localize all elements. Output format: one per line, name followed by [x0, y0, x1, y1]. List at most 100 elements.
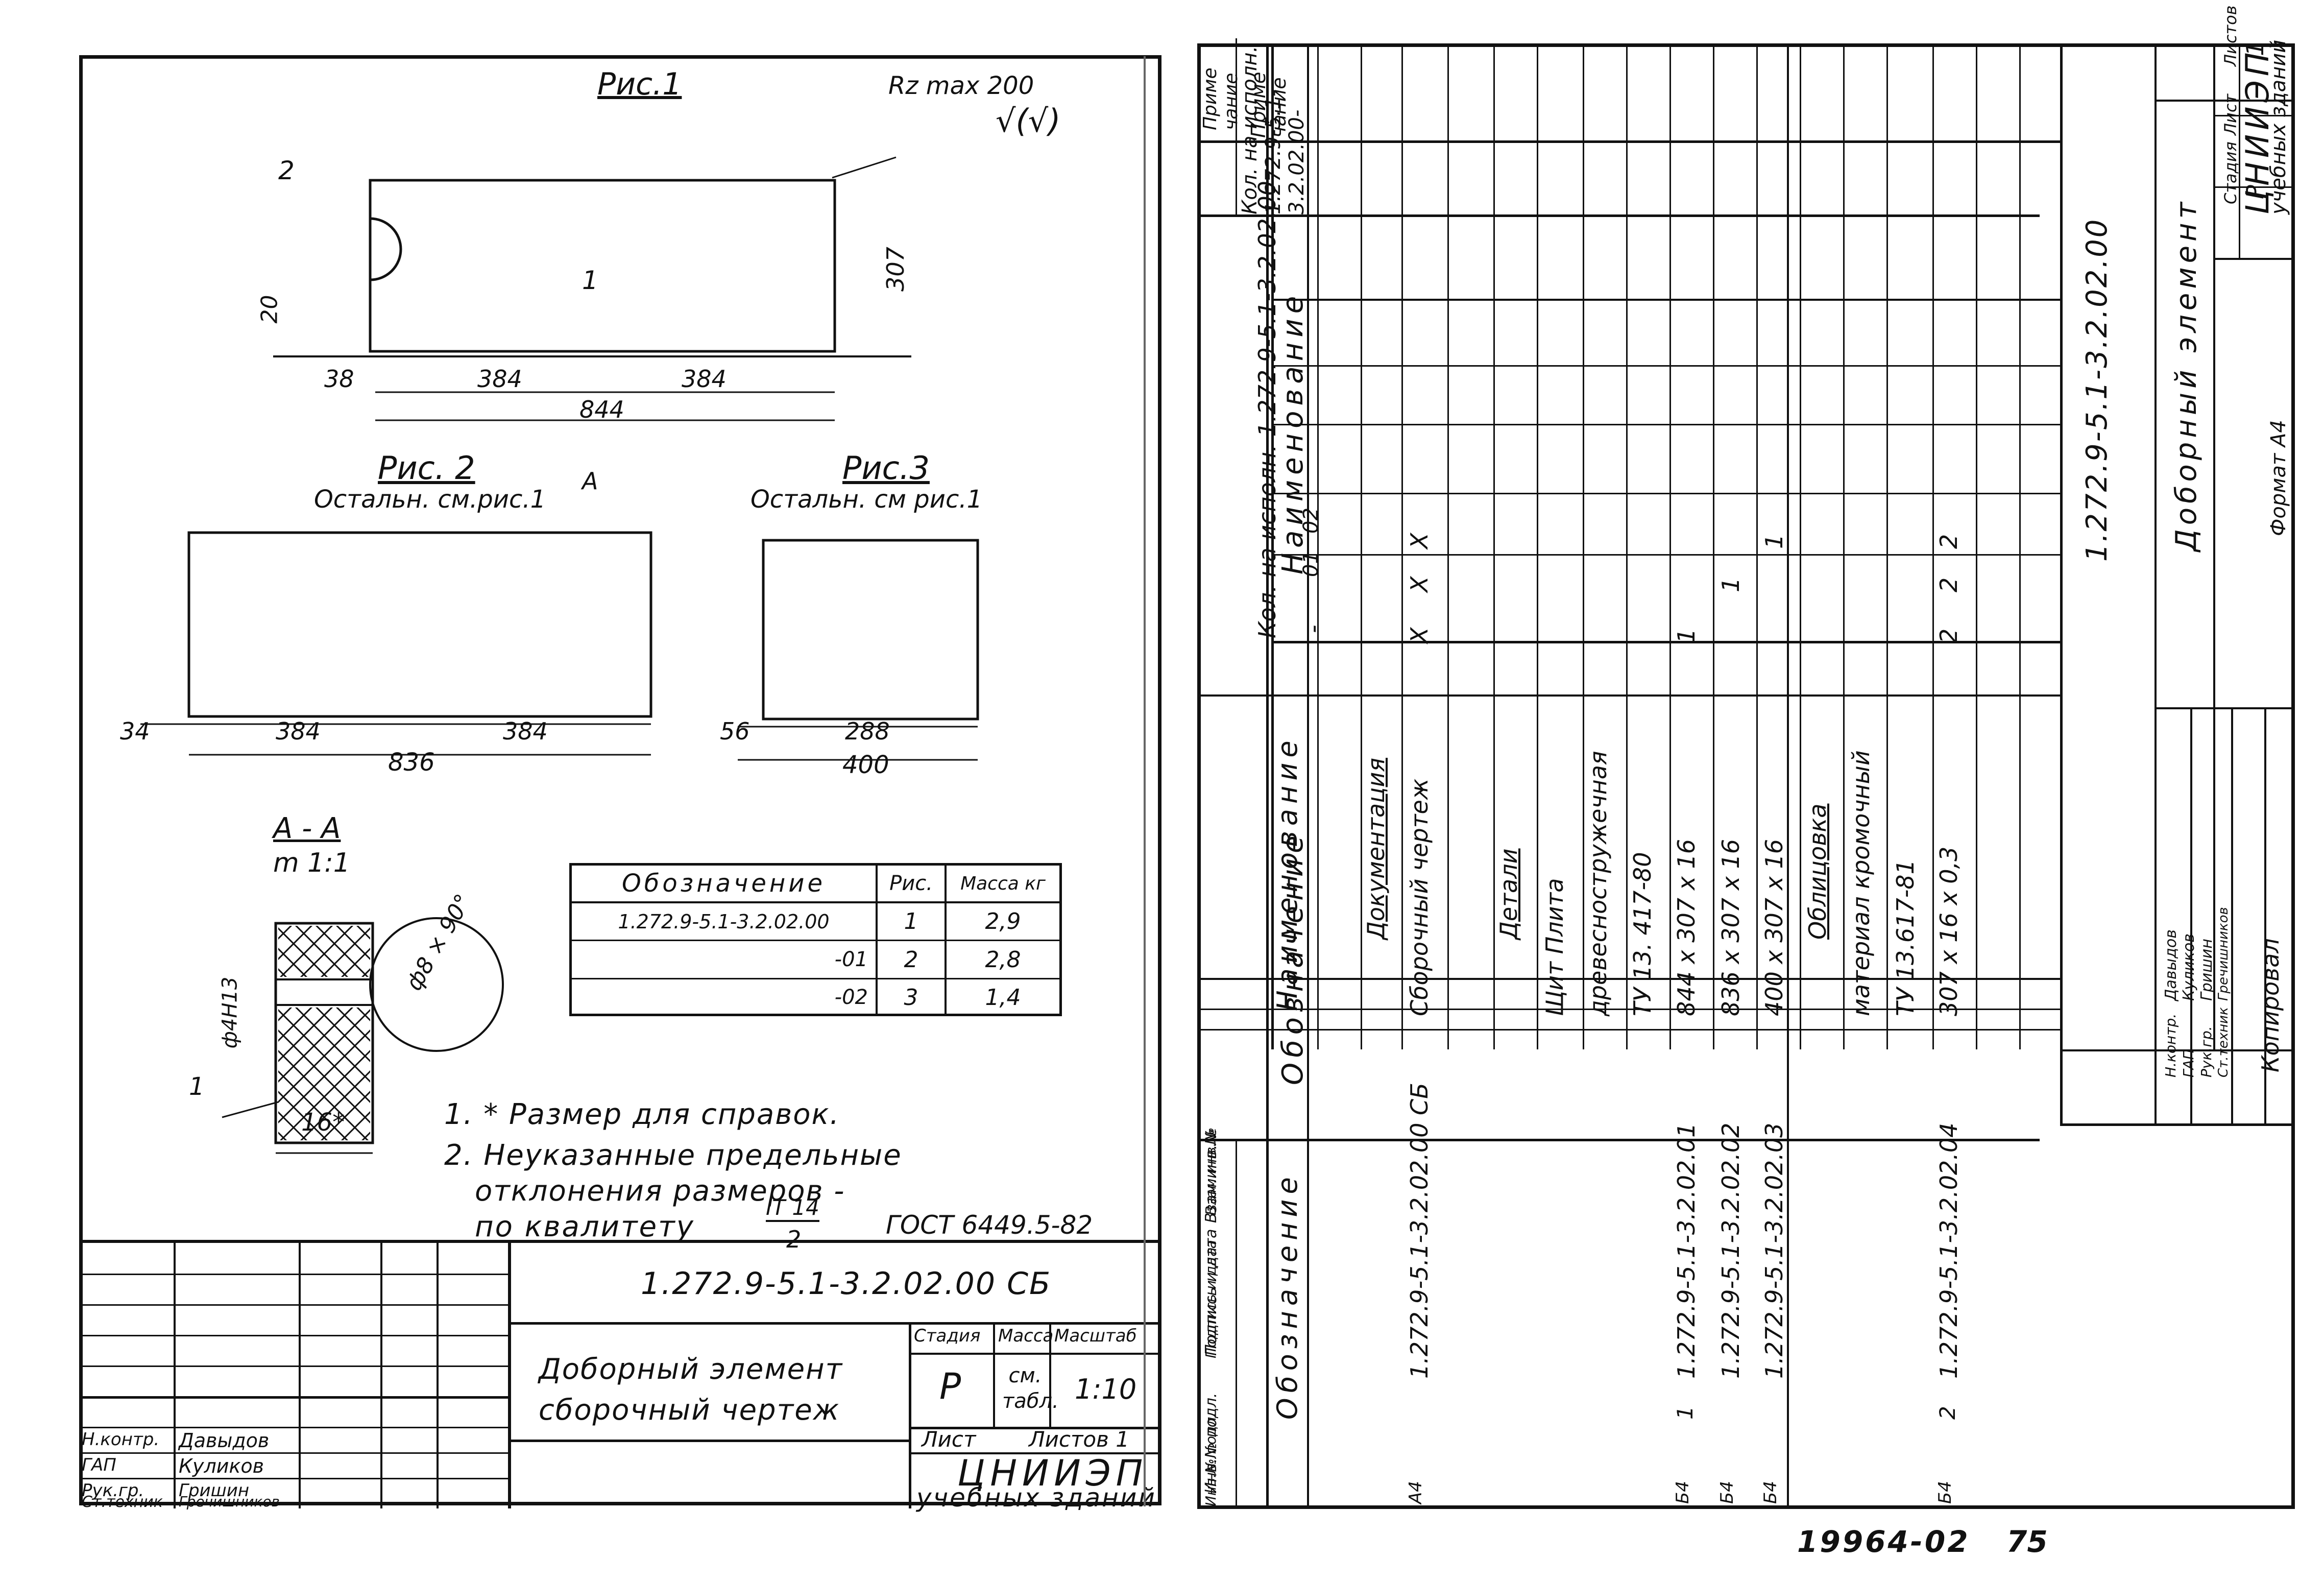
- note-2-line3: по квалитету: [475, 1210, 695, 1243]
- note-fraction-top: IT 14: [766, 1195, 819, 1222]
- right-stage-label: Стадия: [2221, 141, 2240, 204]
- dim-288: 288: [845, 717, 890, 745]
- right-org2: учебных зданий: [2267, 39, 2290, 214]
- spec-header-vzam: Взам.инв.№: [1202, 1127, 1219, 1215]
- fig1-outline: [369, 179, 836, 353]
- spec-format: Б4: [1935, 1481, 1955, 1504]
- fig2-title: Рис. 2: [378, 449, 475, 487]
- spec-qty-1: X: [1406, 576, 1433, 592]
- left-sheet-frame: [79, 55, 1161, 1505]
- dim-34: 34: [120, 717, 150, 745]
- right-name-kulikov: Куликов: [2180, 933, 2198, 1001]
- left-stamp-name2: сборочный чертеж: [539, 1394, 840, 1427]
- right-role-nkontr: Н.контр.: [2162, 1013, 2179, 1077]
- roughness-label: Rz max 200: [888, 71, 1034, 100]
- note-fraction-bottom: 2: [786, 1226, 802, 1253]
- note-2-line1: 2. Неуказанные предельные: [444, 1139, 902, 1172]
- left-name-grishin: Гришин: [179, 1480, 250, 1501]
- left-stamp-code: 1.272.9-5.1-3.2.02.00 СБ: [641, 1266, 1052, 1302]
- dim-307: 307: [881, 247, 909, 292]
- mass-table-header-mass: Масса кг: [960, 873, 1046, 894]
- left-name-davydov: Давыдов: [179, 1429, 270, 1452]
- spec-header-v0: -: [1299, 625, 1327, 633]
- note-gost: ГОСТ 6449.5-82: [886, 1210, 1093, 1240]
- spec-name: ТУ 13.617-81: [1892, 859, 1919, 1016]
- spec-position: 2: [1935, 1406, 1960, 1420]
- spec-format: А4: [1406, 1481, 1426, 1504]
- fig3-outline: [762, 539, 979, 721]
- spec-header-prim: Приме чание: [1247, 71, 1290, 138]
- right-name-davydov: Давыдов: [2162, 929, 2180, 1001]
- right-role-gap: ГАП: [2180, 1049, 2197, 1077]
- left-sheet-label: Лист: [922, 1427, 976, 1452]
- left-role-gap: ГАП: [82, 1455, 116, 1475]
- mass-table-fig: 2: [904, 946, 918, 973]
- section-mark: А: [582, 467, 598, 495]
- right-title-block: [2060, 43, 2295, 1509]
- left-stage: Р: [939, 1365, 961, 1407]
- spec-format: Б4: [1717, 1481, 1737, 1504]
- left-scale-label: Масштаб: [1054, 1326, 1137, 1346]
- fig2-subtitle: Остальн. см.рис.1: [314, 485, 546, 514]
- spec-qty-2: 2: [1935, 534, 1963, 549]
- spec-name: Детали: [1495, 848, 1522, 940]
- spec-qty-0: 2: [1935, 628, 1963, 643]
- right-name-grechishnikov: Гречишников: [2216, 907, 2231, 1001]
- dim-38: 38: [324, 365, 354, 393]
- right-name-grishin: Гришин: [2198, 939, 2216, 1001]
- spec-name: 307 x 16 x 0,3: [1935, 846, 1963, 1016]
- spec-header-kol: Кол. на исполн. 1.272.9-5.1-3.2.02.00-: [1253, 172, 1281, 638]
- mass-table-mass: 1,4: [985, 984, 1021, 1011]
- spec-format: Б4: [1673, 1481, 1693, 1504]
- dim-844: 844: [579, 396, 624, 423]
- dim-phi4: ф4Н13: [218, 976, 242, 1049]
- spec-header-v1: 01: [1299, 551, 1323, 577]
- dim-384a: 384: [477, 365, 522, 393]
- spec-name: 400 x 307 x 16: [1760, 838, 1788, 1016]
- mass-table-oboz: 1.272.9-5.1-3.2.02.00: [618, 910, 830, 933]
- left-role-sttech: Ст.техник: [82, 1493, 163, 1511]
- spec-designation: 1.272.9-5.1-3.2.02.03: [1760, 1122, 1788, 1379]
- right-stamp-code: 1.272.9-5.1-3.2.02.00: [2080, 218, 2114, 562]
- spec-name: Сборочный чертеж: [1406, 778, 1433, 1016]
- spec-name: материал кромочный: [1847, 750, 1875, 1016]
- spec-designation: 1.272.9-5.1-3.2.02.00 СБ: [1406, 1083, 1433, 1379]
- dim-20: 20: [256, 295, 283, 324]
- dim-384-fig2b: 384: [503, 717, 548, 745]
- footer-number: 19964-02: [1797, 1524, 1970, 1559]
- spec-designation: 1.272.9-5.1-3.2.02.01: [1673, 1122, 1700, 1379]
- left-role-nkontr: Н.контр.: [82, 1429, 160, 1450]
- left-name-kulikov: Куликов: [179, 1455, 264, 1477]
- right-role-rukgr: Рук.гр.: [2198, 1026, 2215, 1077]
- spec-format: Б4: [1760, 1481, 1781, 1504]
- spec-position: 1: [1673, 1406, 1698, 1420]
- left-title-block: Н.контр. ГАП Рук.гр. Ст.техник Давыдов К…: [79, 1240, 1161, 1513]
- callout-1: 1: [582, 266, 598, 295]
- left-mass-label: Масса: [998, 1326, 1054, 1346]
- dim-384-fig2a: 384: [276, 717, 321, 745]
- section-callout-1: 1: [189, 1072, 205, 1101]
- left-org1: ЦНИИЭП: [957, 1452, 1148, 1494]
- mass-table-header-oboz: Обозначение: [621, 869, 826, 898]
- section-title: А - А: [273, 812, 341, 845]
- left-drawing: [140, 156, 979, 1154]
- section-outline: [274, 922, 374, 1144]
- dim-836: 836: [388, 748, 435, 777]
- left-stamp-name1: Доборный элемент: [539, 1353, 843, 1386]
- spec-qty-1: 2: [1935, 577, 1963, 592]
- spec-name: древесностружечная: [1584, 751, 1612, 1016]
- right-sheet-frame: [1197, 43, 2295, 1509]
- spec-header-sign: Подпись и дата: [1202, 1240, 1219, 1358]
- mass-table-oboz: -01: [834, 948, 868, 971]
- left-role-rukgr: Рук.гр.: [82, 1480, 144, 1501]
- spec-qty-2: X: [1406, 533, 1433, 549]
- callout-2: 2: [278, 156, 295, 185]
- left-name-grechishnikov: Гречишников: [179, 1493, 280, 1510]
- right-sheet-label: Лист: [2221, 93, 2240, 135]
- spec-name: 844 x 307 x 16: [1673, 838, 1700, 1016]
- spec-header-oboz: Обозначение: [1271, 1172, 1303, 1420]
- spec-qty-0: X: [1406, 627, 1433, 643]
- spec-qty-2: 1: [1760, 534, 1788, 549]
- section-scale: m 1:1: [273, 848, 350, 878]
- spec-name: 836 x 307 x 16: [1717, 838, 1745, 1016]
